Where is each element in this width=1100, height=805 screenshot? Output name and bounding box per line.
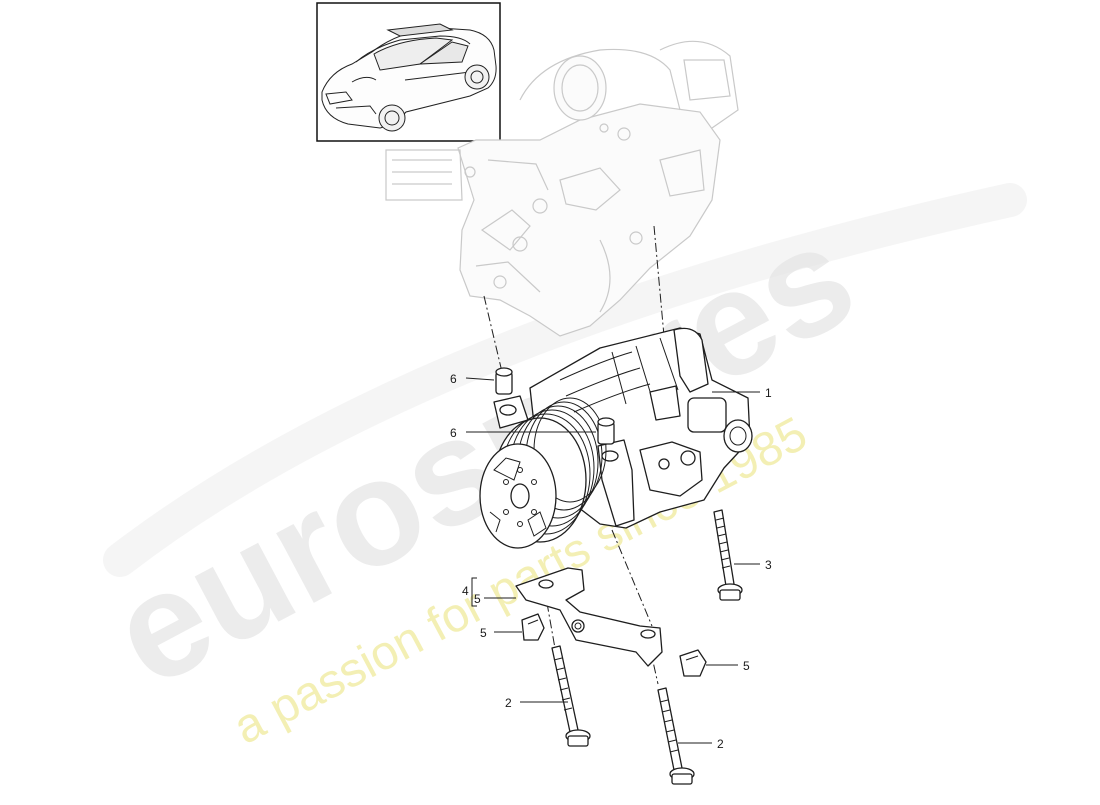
callout-6-upper: 6 (450, 372, 457, 386)
callout-2-right: 2 (717, 737, 724, 751)
bolt-3 (713, 509, 743, 601)
callout-1: 1 (765, 386, 772, 400)
sleeve-middle (597, 417, 615, 445)
callout-5-right: 5 (743, 659, 750, 673)
bolt-2-left (551, 645, 591, 747)
ac-compressor (479, 327, 753, 549)
leader-lines (465, 377, 760, 744)
callout-3: 3 (765, 558, 772, 572)
callout-2-left: 2 (505, 696, 512, 710)
callout-6-middle: 6 (450, 426, 457, 440)
callout-5-bracket: 5 (474, 592, 481, 606)
bolt-2-right (657, 687, 695, 785)
engine-block-ghost (385, 40, 739, 337)
callout-4: 4 (462, 584, 469, 598)
vehicle-thumbnail (316, 2, 501, 142)
sleeve-upper (495, 367, 513, 395)
clip-nut-left (521, 613, 545, 641)
callout-5-left: 5 (480, 626, 487, 640)
car-illustration (321, 23, 497, 132)
support-bracket (515, 567, 663, 667)
callout-labels: 6 6 1 3 4 5 5 5 2 2 (450, 372, 772, 751)
clip-nut-right (679, 649, 707, 677)
